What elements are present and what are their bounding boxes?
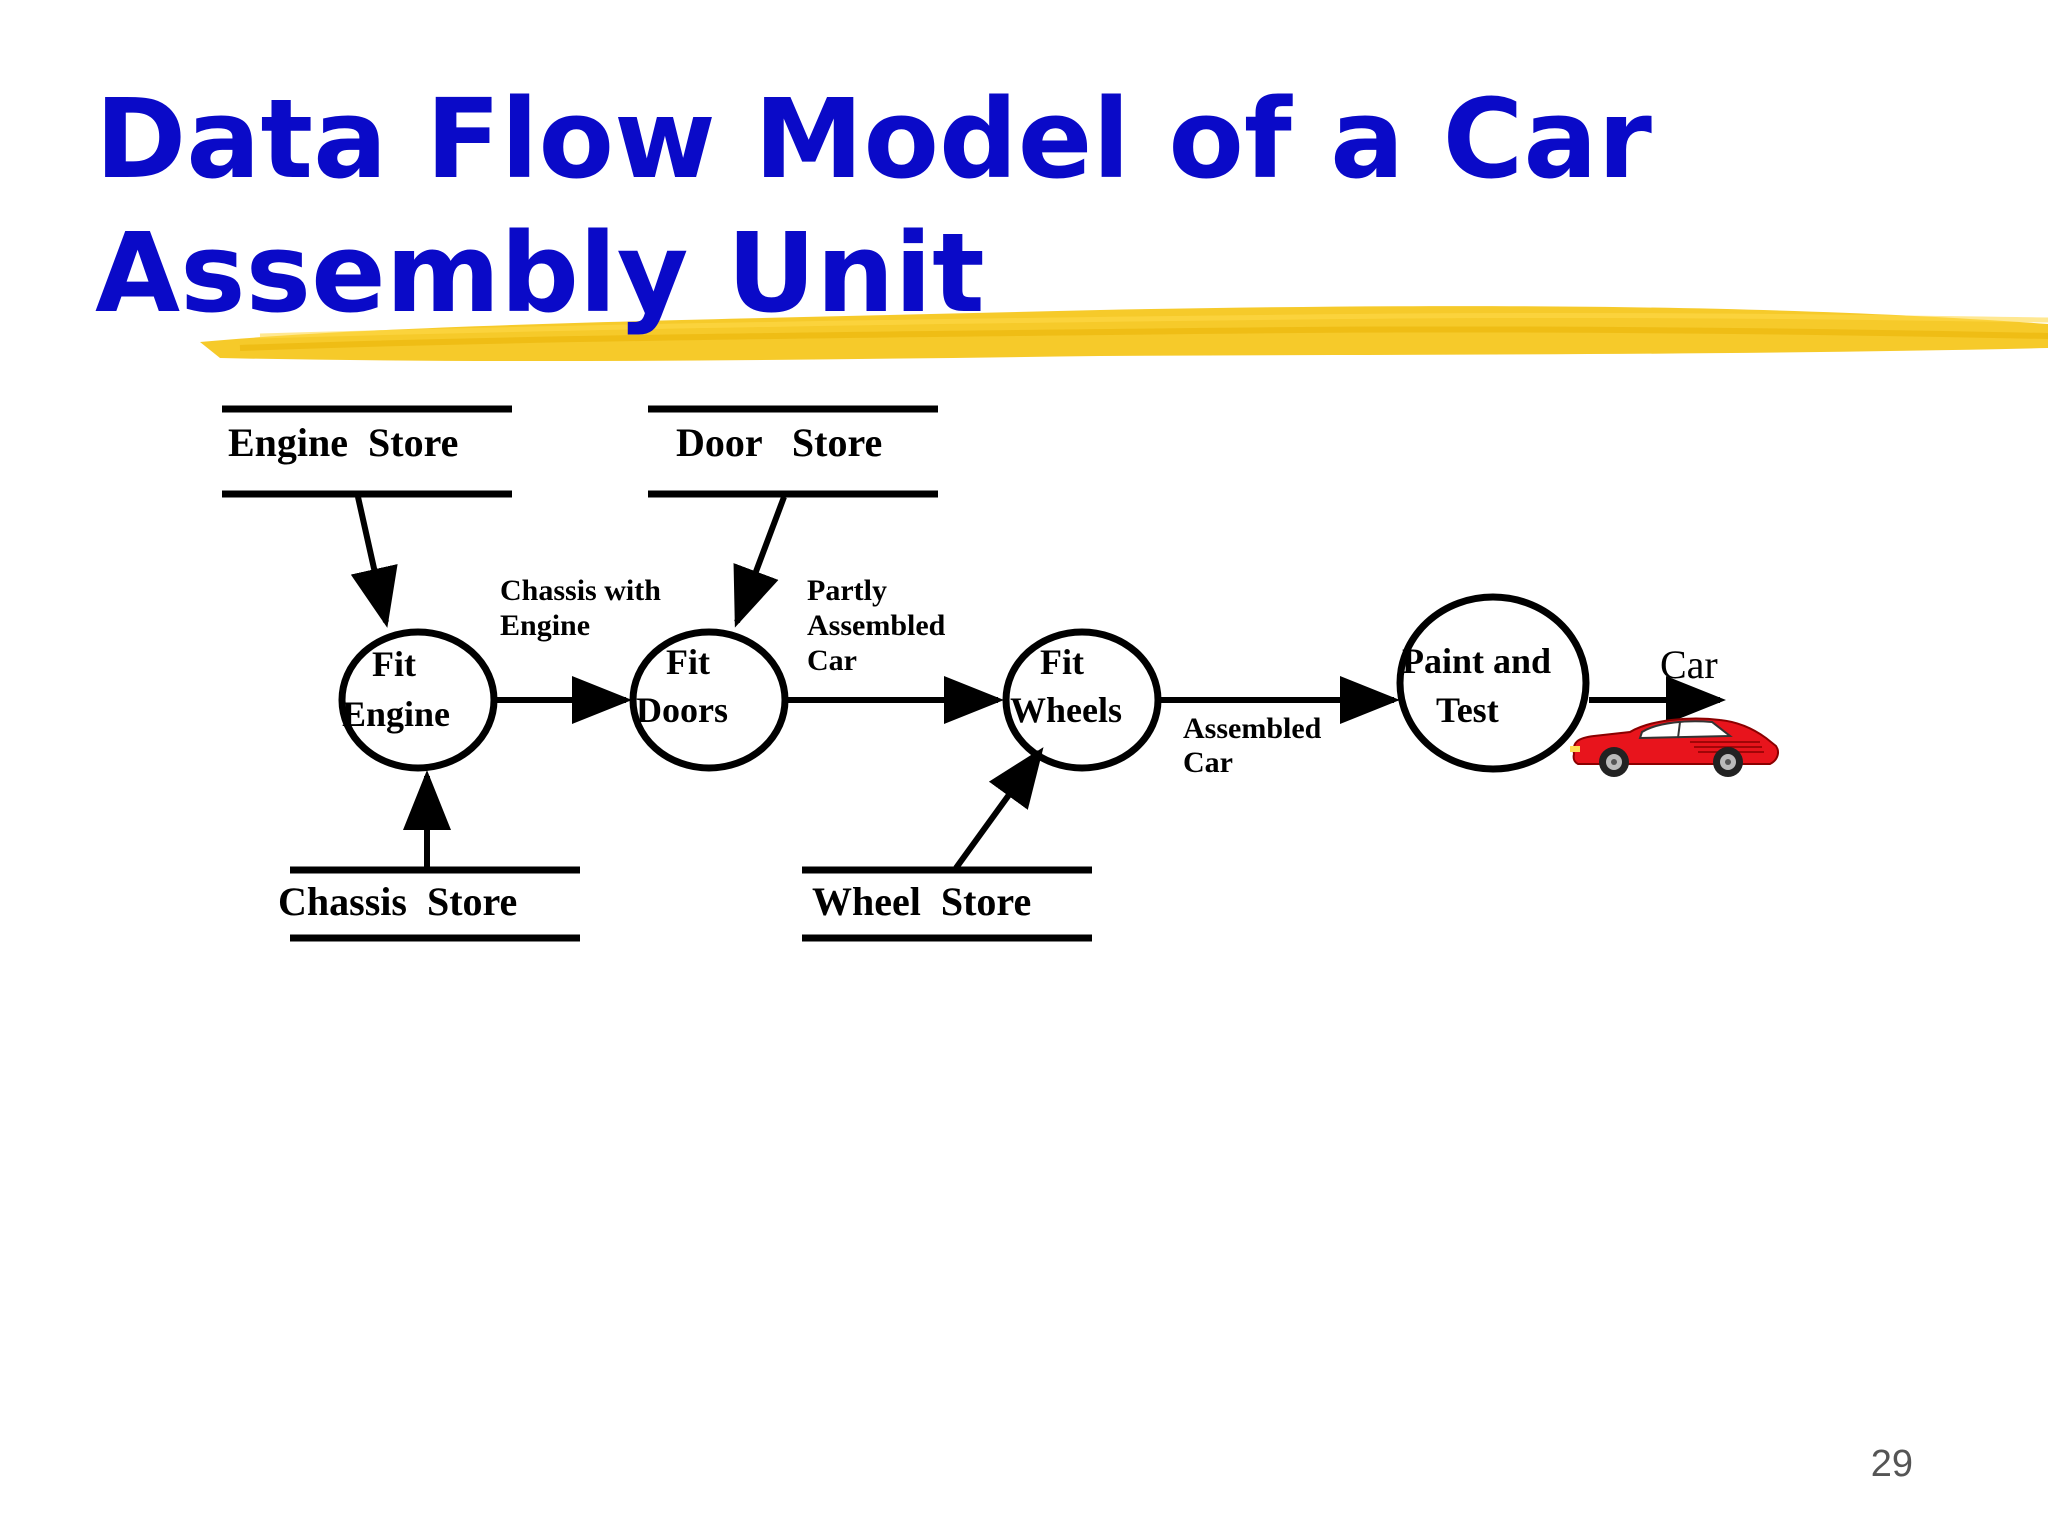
flow-label-car: Car (1660, 642, 1718, 687)
engine-store-label: Engine Store (228, 420, 458, 465)
flow-label-assembled-car: Assembled Car (1183, 712, 1322, 779)
chassis-store-label: Chassis Store (278, 879, 517, 924)
process-fit-wheels: Fit Wheels (1002, 628, 1162, 772)
arrow-wheel-store-to-fit-wheels (953, 747, 1044, 870)
fit-engine-line1: Fit (372, 644, 416, 684)
arrow-door-store-to-fit-doors (733, 495, 787, 628)
fit-doors-line2: Doors (636, 690, 728, 730)
fit-doors-line1: Fit (666, 642, 710, 682)
svg-text:Assembled: Assembled (807, 609, 946, 642)
data-store-engine: Engine Store (222, 405, 512, 498)
data-store-chassis: Chassis Store (278, 866, 580, 942)
flow-label-partly-assembled-car: Partly Assembled Car (807, 574, 946, 677)
data-store-wheel: Wheel Store (802, 866, 1092, 942)
arrow-engine-store-to-fit-engine (350, 496, 398, 628)
highlight-brush-stroke (200, 306, 2048, 362)
fit-engine-line2: Engine (342, 694, 450, 734)
process-fit-doors: Fit Doors (629, 628, 789, 772)
red-sports-car-icon (1570, 717, 1779, 777)
process-paint-and-test: Paint and Test (1396, 593, 1590, 773)
svg-text:Engine: Engine (500, 609, 590, 642)
flow-label-chassis-with-engine: Chassis with Engine (500, 574, 661, 642)
svg-text:Car: Car (1183, 746, 1233, 779)
page-number: 29 (1870, 1443, 1913, 1485)
svg-text:Chassis with: Chassis with (500, 574, 661, 607)
paint-test-line1: Paint and (1402, 641, 1551, 681)
svg-text:Partly: Partly (807, 574, 887, 607)
svg-text:Assembled: Assembled (1183, 712, 1322, 745)
svg-text:Car: Car (807, 644, 857, 677)
process-fit-engine: Fit Engine (338, 628, 498, 772)
wheel-store-label: Wheel Store (812, 879, 1031, 924)
fit-wheels-line2: Wheels (1010, 690, 1122, 730)
slide-title: Data Flow Model of a Car Assembly Unit (95, 75, 1652, 337)
paint-test-line2: Test (1436, 690, 1499, 730)
fit-wheels-line1: Fit (1040, 642, 1084, 682)
door-store-label: Door Store (676, 420, 882, 465)
data-store-door: Door Store (648, 405, 938, 498)
